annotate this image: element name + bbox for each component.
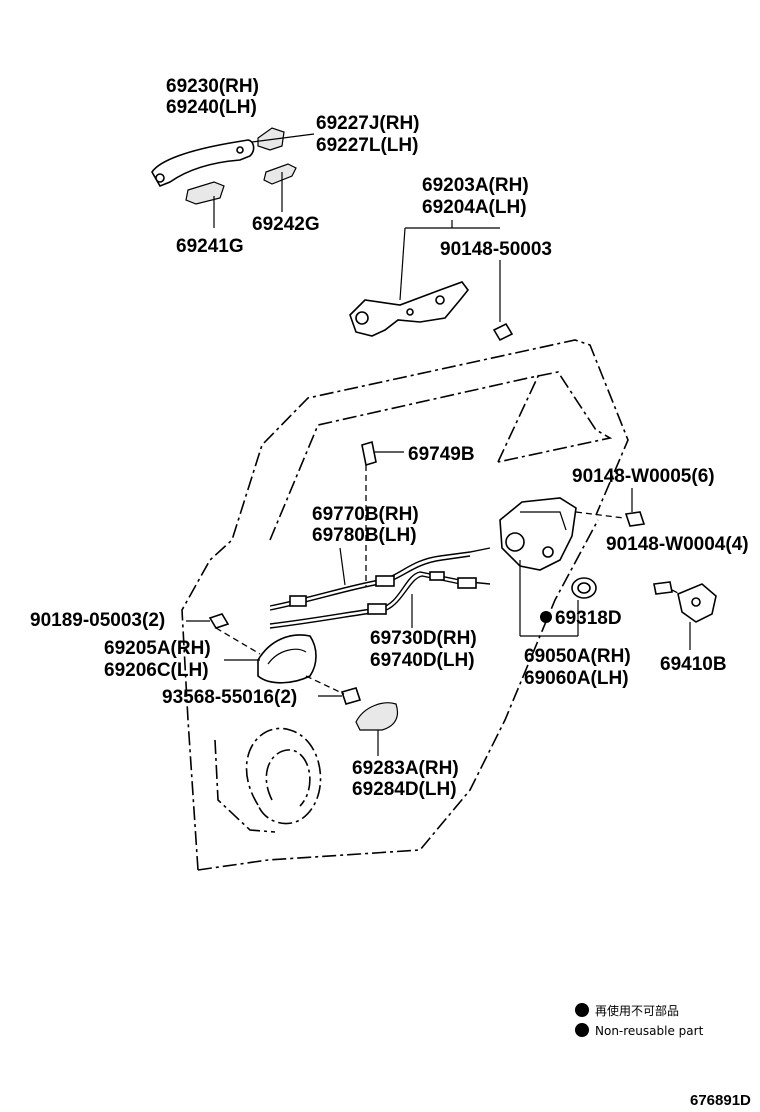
label-93568-55016: 93568-55016(2) [162,687,297,708]
screw-w0005-part [624,511,646,527]
label-bezel-lh: 69284D(LH) [352,779,457,800]
screw-90148-50003-part [492,322,514,342]
legend-text-en: Non-reusable part [595,1024,704,1038]
label-69241g: 69241G [176,236,244,257]
label-cable-69730d-lh: 69740D(LH) [370,650,475,671]
seal-69318d-part [571,577,597,599]
label-cable-69730d-rh: 69730D(RH) [370,628,477,649]
label-outer-handle-lh: 69240(LH) [166,97,257,118]
label-90148-w0005: 90148-W0005(6) [572,466,715,487]
label-cable-69770b-rh: 69770B(RH) [312,504,419,525]
leader-lines [186,133,691,756]
door-outline [181,339,629,871]
illustration-code: 676891D [690,1092,751,1109]
label-lock-assembly-lh: 69060A(LH) [524,668,629,689]
pad-69241g-part [185,181,225,205]
label-bezel-rh: 69283A(RH) [352,758,459,779]
outer-handle-part [151,139,255,188]
legend-marker-jp [575,1003,589,1017]
cable-69770b-part [269,547,491,611]
legend: 再使用不可部品 Non-reusable part [575,1003,704,1038]
label-69749b: 69749B [408,444,475,465]
label-outer-handle-rh: 69230(RH) [166,76,259,97]
label-90148-50003: 90148-50003 [440,239,552,260]
legend-marker-en [575,1023,589,1037]
screw-90189-part [208,613,230,629]
label-frame-rh: 69203A(RH) [422,175,529,196]
legend-text-jp: 再使用不可部品 [595,1003,679,1018]
striker-69410b-part [677,583,717,623]
label-cable-69770b-lh: 69780B(LH) [312,525,417,546]
frame-part [349,281,470,337]
screw-93568-part [340,687,362,705]
label-69410b: 69410B [660,654,727,675]
inner-handle-part [257,634,317,684]
label-90148-w0004: 90148-W0004(4) [606,534,749,555]
label-handle-cover-rh: 69227J(RH) [316,113,420,134]
bezel-69283a-part [355,702,399,731]
lock-assembly-part [499,497,577,571]
screw-w0004-part [653,581,673,595]
label-lock-assembly-rh: 69050A(RH) [524,646,631,667]
label-inner-handle-lh: 69206C(LH) [104,660,209,681]
label-handle-cover-lh: 69227L(LH) [316,135,418,156]
cable-69730d-part [269,571,491,629]
pad-69242g-part [263,163,297,185]
clip-69749b-part [361,440,377,467]
label-69242g: 69242G [252,214,320,235]
non-reusable-marker-69318d [540,611,552,623]
label-frame-lh: 69204A(LH) [422,197,527,218]
label-inner-handle-rh: 69205A(RH) [104,638,211,659]
label-69318d: 69318D [555,608,622,629]
label-90189-05003: 90189-05003(2) [30,610,165,631]
